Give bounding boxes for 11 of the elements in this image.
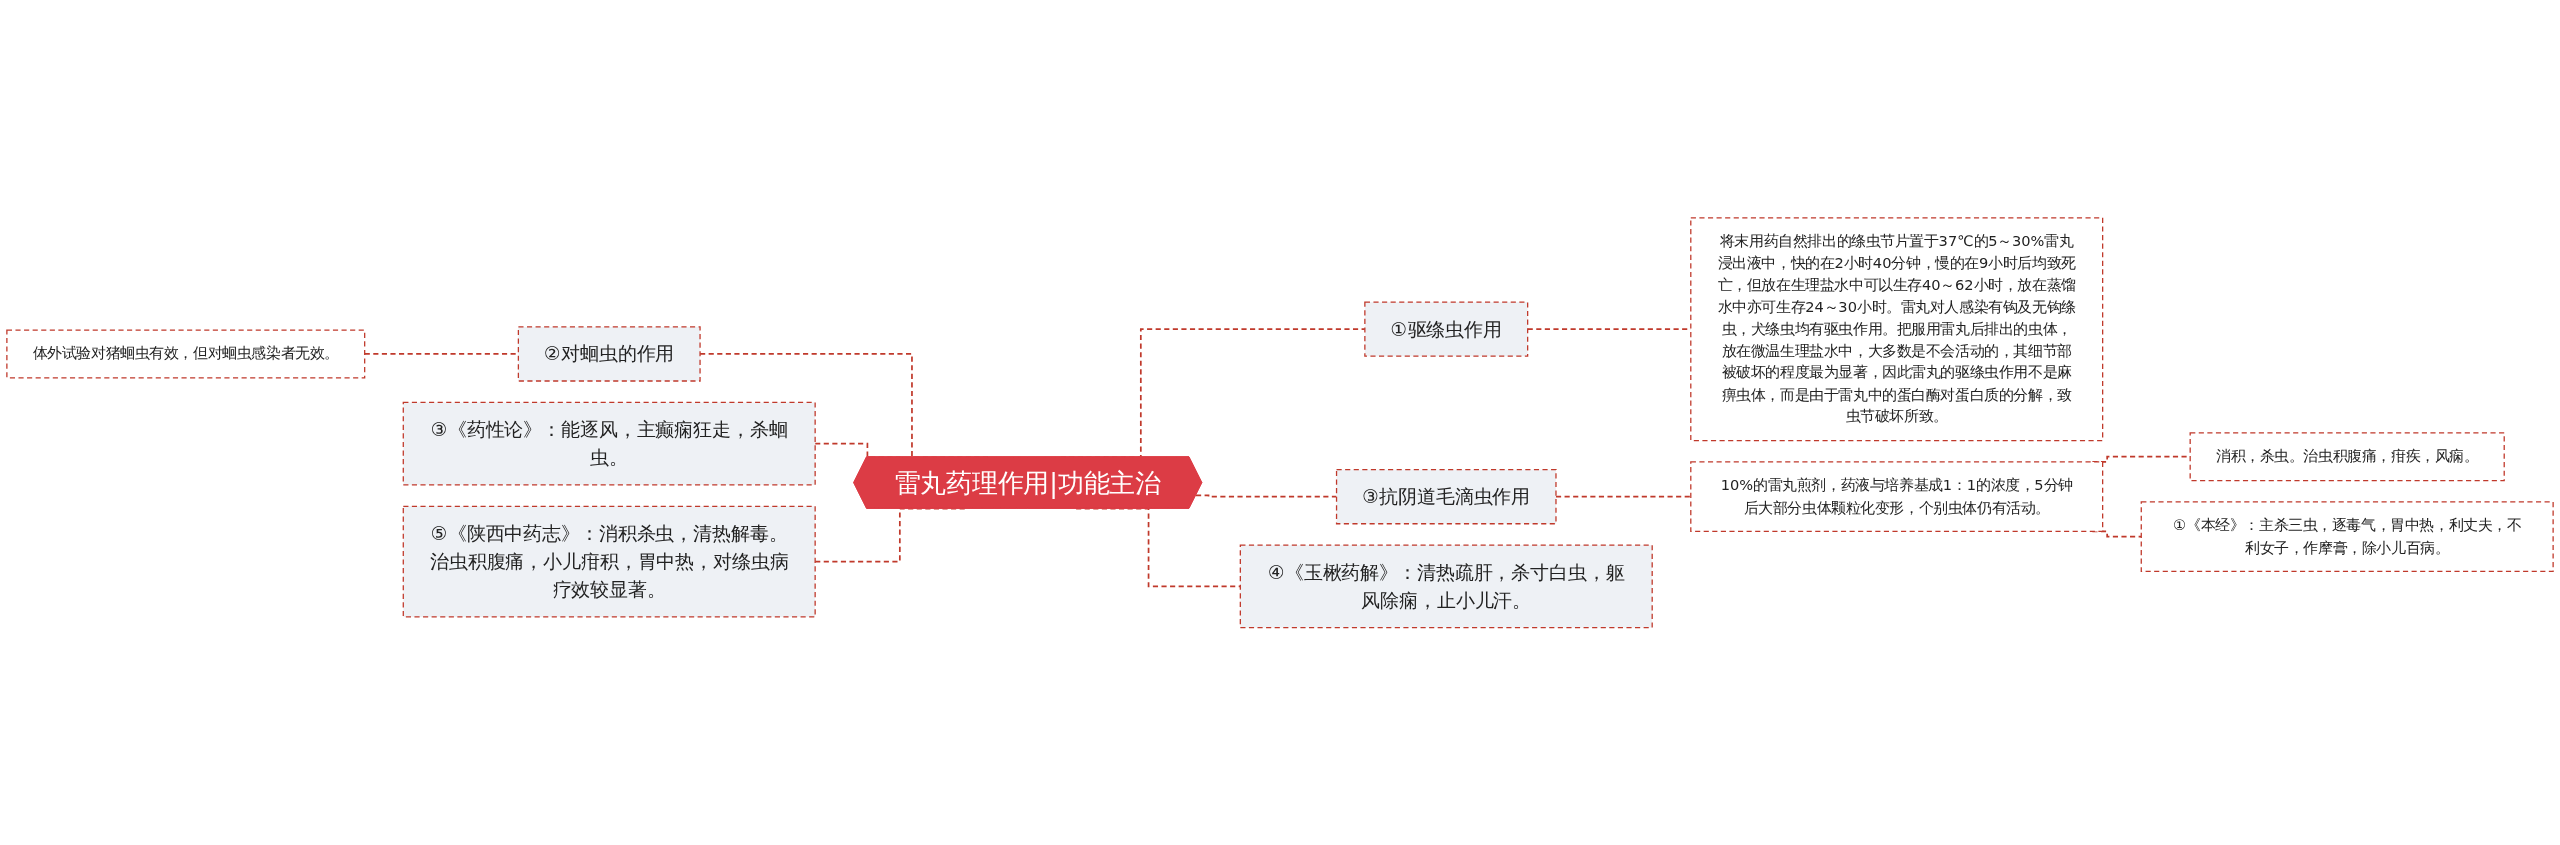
node-box: ⑤《陕西中药志》：消积杀虫，清热解毒。治虫积腹痛，小儿疳积，胃中热，对绦虫病疗效较显著。	[402, 505, 816, 618]
node-box: 10%的雷丸煎剂，药液与培养基成1：1的浓度，5分钟后大部分虫体颗粒化变形，个别虫体仍有活动。	[1690, 461, 2104, 532]
node-box: 将末用药自然排出的绦虫节片置于37℃的5～30%雷丸浸出液中，快的在2小时40分钟，慢的在9小时后均致死亡，但放在生理盐水中可以生存40～62小时，放在蒸馏水中亦可生存24～30小时。雷丸对人感染有钩及无钩绦虫，犬绦虫均有驱虫作用。把服用雷丸后排出的虫体，放在微温生理盐水中，大多数是不会活动的，其细节部被破坏的程度最为显著，因此雷丸的驱绦虫作用不是麻痹虫体，而是由于雷丸中的蛋白酶对蛋白质的分解，致虫节破坏所致。	[1690, 217, 2104, 441]
node-box: ④《玉楸药解》：清热疏肝，杀寸白虫，躯风除痫，止小儿汗。	[1239, 544, 1653, 628]
node-box: ③抗阴道毛滴虫作用	[1335, 468, 1557, 525]
node-box: 消积，杀虫。治虫积腹痛，疳疾，风痫。	[2189, 432, 2505, 481]
node-box: ③《药性论》：能逐风，主癫痫狂走，杀蛔虫。	[402, 401, 816, 486]
node-box: ①《本经》：主杀三虫，逐毒气，胃中热，利丈夫，不利女子，作摩膏，除小儿百病。	[2140, 501, 2554, 572]
node-box: ②对蛔虫的作用	[517, 326, 701, 382]
node-box: 体外试验对猪蛔虫有效，但对蛔虫感染者无效。	[6, 329, 366, 379]
node-box: ①驱绦虫作用	[1364, 301, 1529, 357]
